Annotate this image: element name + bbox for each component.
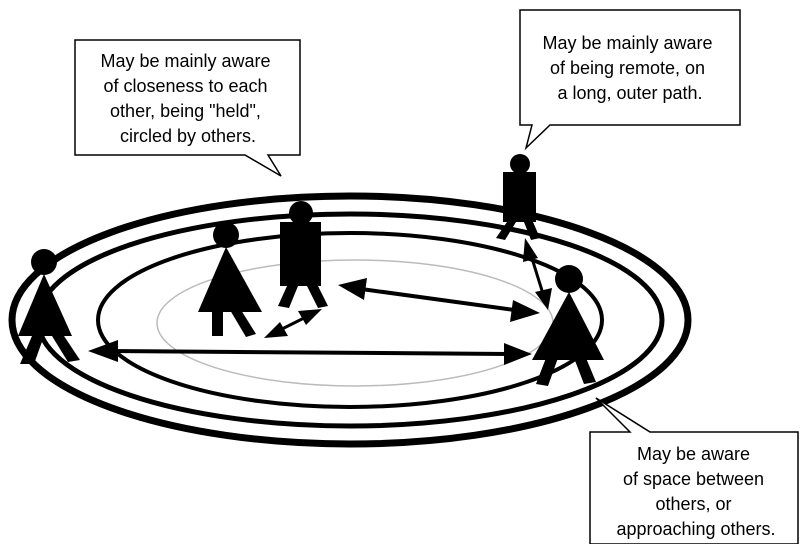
callout-outer-line-2: of being remote, on (550, 58, 705, 78)
callout-outer-line-1: May be mainly aware (542, 33, 712, 53)
callout-between-line-4: approaching others. (616, 519, 775, 539)
callout-outer-line-3: a long, outer path. (557, 83, 702, 103)
callout-outer: May be mainly aware of being remote, on … (520, 10, 740, 148)
callout-inner-line-3: other, being "held", (110, 101, 261, 121)
callout-inner-line-4: circled by others. (120, 126, 256, 146)
arrow-long-bottom (88, 340, 532, 365)
callout-between-line-2: of space between (623, 469, 764, 489)
person-triangle-right (532, 265, 604, 386)
arrow-middle (338, 278, 540, 322)
callout-between: May be aware of space between others, or… (590, 398, 798, 544)
callout-inner-line-2: of closeness to each (103, 76, 267, 96)
callout-inner: May be mainly aware of closeness to each… (75, 40, 300, 176)
callout-outer-box (520, 10, 740, 148)
callout-outer-text: May be mainly aware of being remote, on … (542, 33, 717, 103)
arrow-small-close (264, 309, 322, 338)
callout-between-line-1: May be aware (637, 444, 750, 464)
path-rings (12, 196, 688, 444)
callout-between-line-3: others, or (655, 494, 731, 514)
callout-inner-line-1: May be mainly aware (100, 51, 270, 71)
